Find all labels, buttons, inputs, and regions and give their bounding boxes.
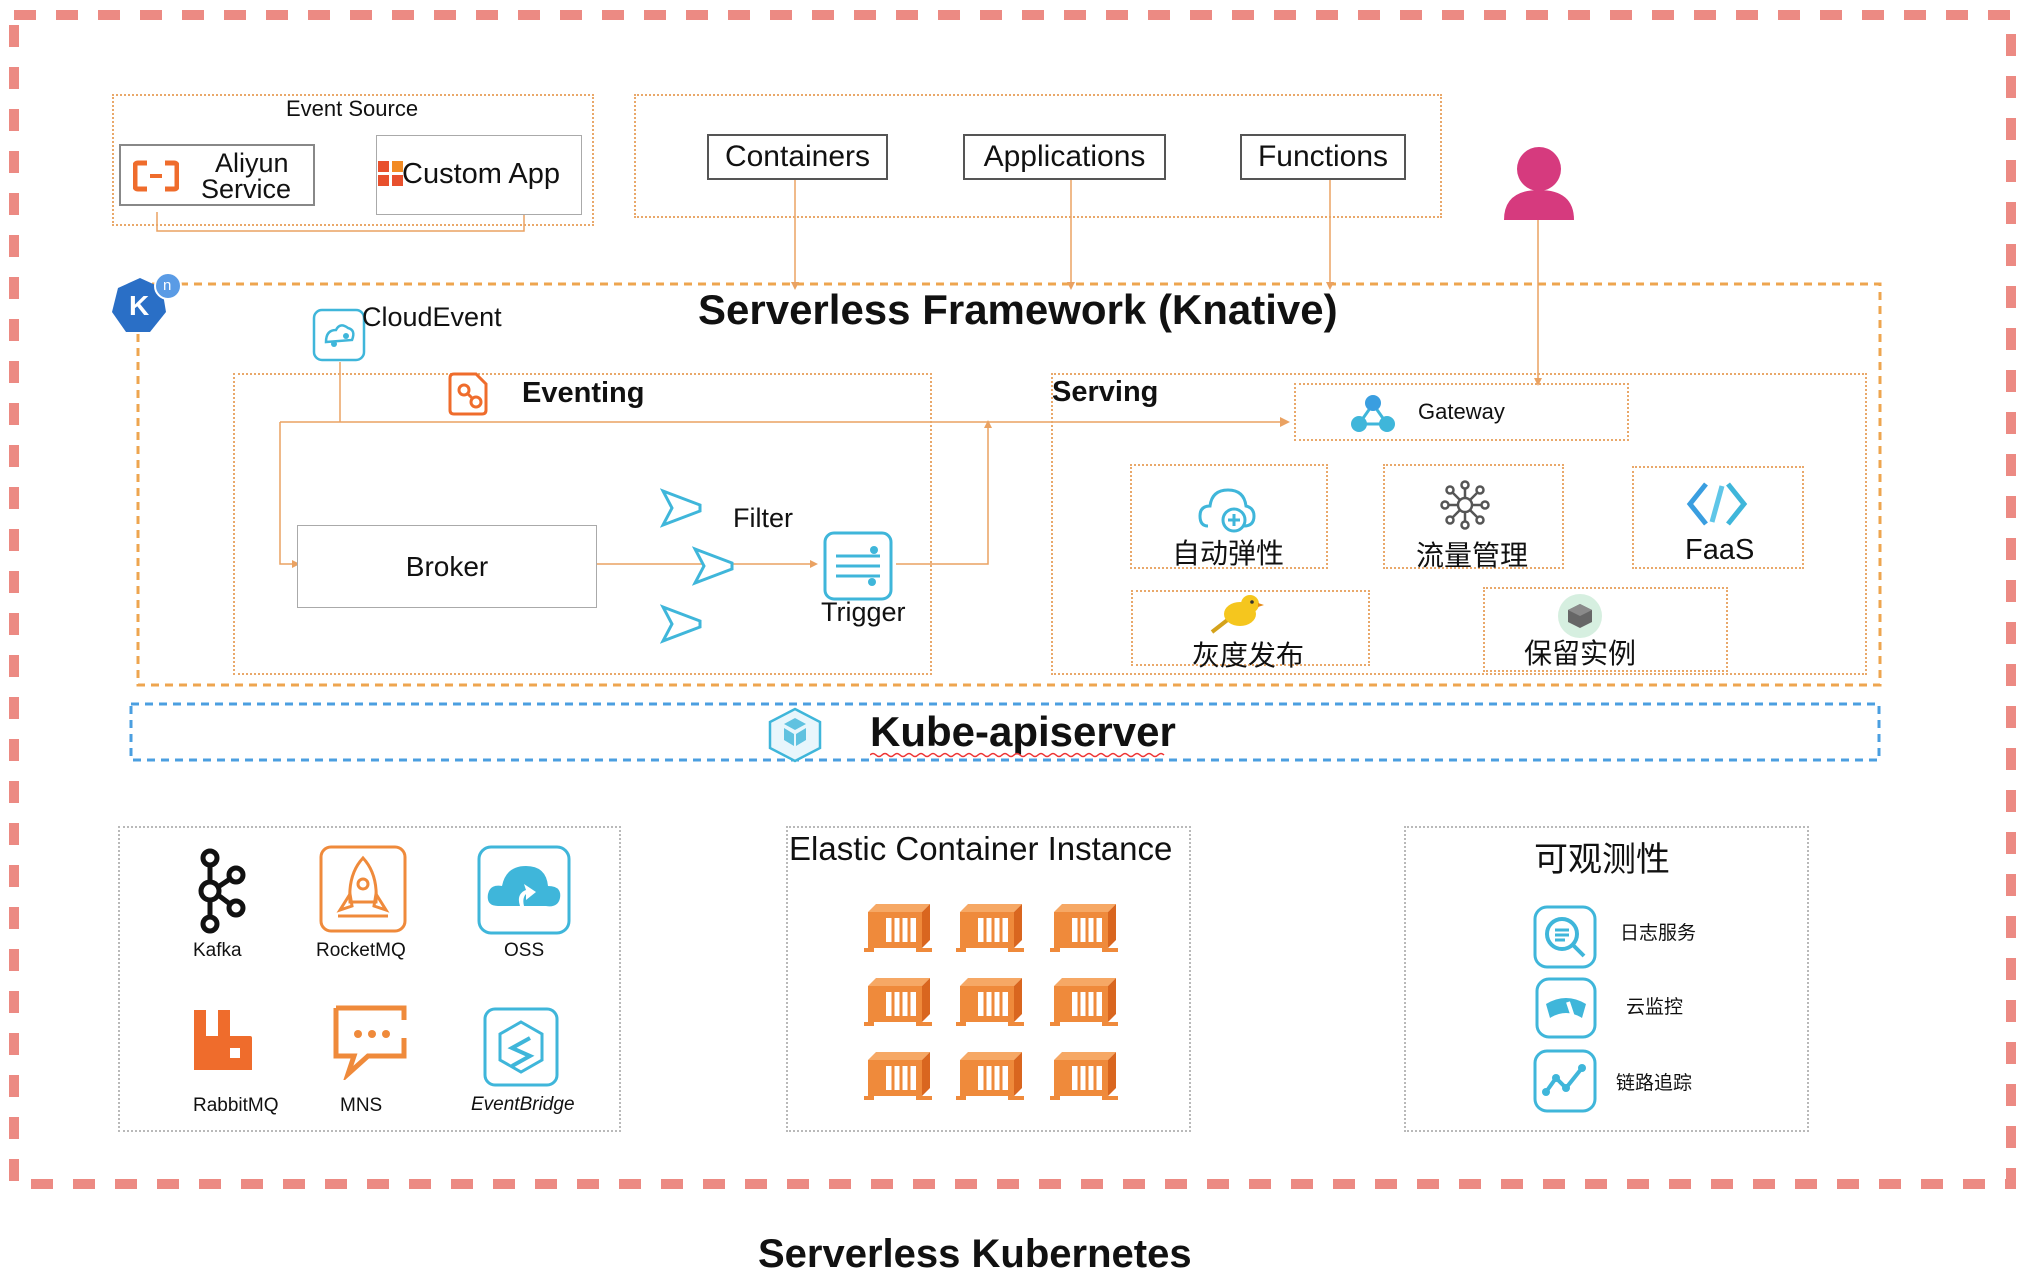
custom-app-card[interactable]: Custom App [376,135,582,215]
gateway-box[interactable] [1294,383,1629,441]
filter-funnel-icon [660,604,702,644]
autoscale-label: 自动弹性 [1172,537,1285,570]
trigger-label: Trigger [821,597,906,627]
rabbitmq-icon[interactable] [192,1008,254,1072]
aliyun-service-card[interactable]: Aliyun Service [119,144,315,206]
trace-label: 链路追踪 [1616,1072,1693,1094]
aliyun-label-line1: Aliyun [215,148,289,178]
cloud-monitor-label: 云监控 [1626,996,1684,1018]
kube-apiserver-title: Kube-apiserver [870,708,1176,755]
canary-bird-icon [1210,595,1264,634]
eci-panel [786,826,1191,1132]
mns-label: MNS [340,1095,383,1116]
eventbridge-icon[interactable] [482,1006,560,1088]
kafka-label: Kafka [193,940,242,961]
kafka-icon[interactable] [190,848,252,934]
knative-logo-badge: n [163,277,172,294]
cloudevent-label: CloudEvent [362,302,502,332]
mns-icon[interactable] [332,1004,408,1080]
trace-icon[interactable] [1532,1048,1598,1114]
eci-title: Elastic Container Instance [789,830,1173,867]
framework-title: Serverless Framework (Knative) [698,286,1338,333]
serving-title: Serving [1052,376,1159,408]
filter-label: Filter [733,503,793,533]
cloudevent-icon [312,308,366,362]
log-service-icon[interactable] [1532,904,1598,970]
log-service-label: 日志服务 [1620,922,1697,944]
user-icon [1504,147,1574,220]
traffic-network-icon [1440,480,1490,530]
traffic-label: 流量管理 [1416,539,1529,572]
faas-code-icon [1686,482,1748,526]
observability-panel [1404,826,1809,1132]
trigger-icon[interactable] [822,530,894,602]
reserved-instance-icon [1558,594,1602,638]
event-source-title: Event Source [286,96,419,121]
aliyun-logo-icon [133,160,179,192]
rocketmq-icon[interactable] [318,844,408,934]
eci-container-grid [862,902,1120,1102]
filter-funnel-icon [692,546,734,586]
canary-label: 灰度发布 [1192,639,1305,672]
workload-group [634,94,1442,218]
kube-apiserver-icon [768,707,822,763]
gateway-label: Gateway [1418,399,1505,424]
canary-card[interactable] [1131,590,1370,666]
autoscale-cloud-icon [1198,488,1256,533]
oss-icon[interactable] [476,844,572,936]
rabbitmq-label: RabbitMQ [193,1095,279,1116]
observability-title: 可观测性 [1534,840,1670,880]
filter-funnel-icon [660,488,702,528]
autoscale-card[interactable] [1130,464,1328,569]
event-products-panel [118,826,621,1132]
serving-group [1051,373,1867,675]
rocketmq-label: RocketMQ [316,940,406,961]
eventing-icon [448,372,488,416]
containers-button[interactable]: Containers [707,134,888,180]
custom-app-icon [378,161,403,186]
functions-button[interactable]: Functions [1240,134,1406,180]
gateway-icon [1351,395,1395,432]
knative-logo-letter: K [129,290,150,321]
spellcheck-underline [870,752,1165,758]
oss-label: OSS [504,940,545,961]
event-source-group [112,94,594,226]
faas-label: FaaS [1685,534,1755,566]
traffic-card[interactable] [1383,464,1564,569]
diagram-caption: Serverless Kubernetes [758,1232,1192,1276]
eventing-title: Eventing [522,377,645,409]
cloud-monitor-icon[interactable] [1534,976,1598,1040]
custom-app-label: Custom App [402,158,560,190]
applications-button[interactable]: Applications [963,134,1166,180]
aliyun-label-line2: Service [201,174,292,204]
knative-logo-icon [112,272,182,332]
broker-box[interactable]: Broker [297,525,597,608]
faas-card[interactable] [1632,466,1804,569]
reserved-card[interactable] [1483,587,1728,672]
eventing-group [233,373,932,675]
eventbridge-label: EventBridge [471,1094,575,1115]
reserved-label: 保留实例 [1524,637,1637,670]
